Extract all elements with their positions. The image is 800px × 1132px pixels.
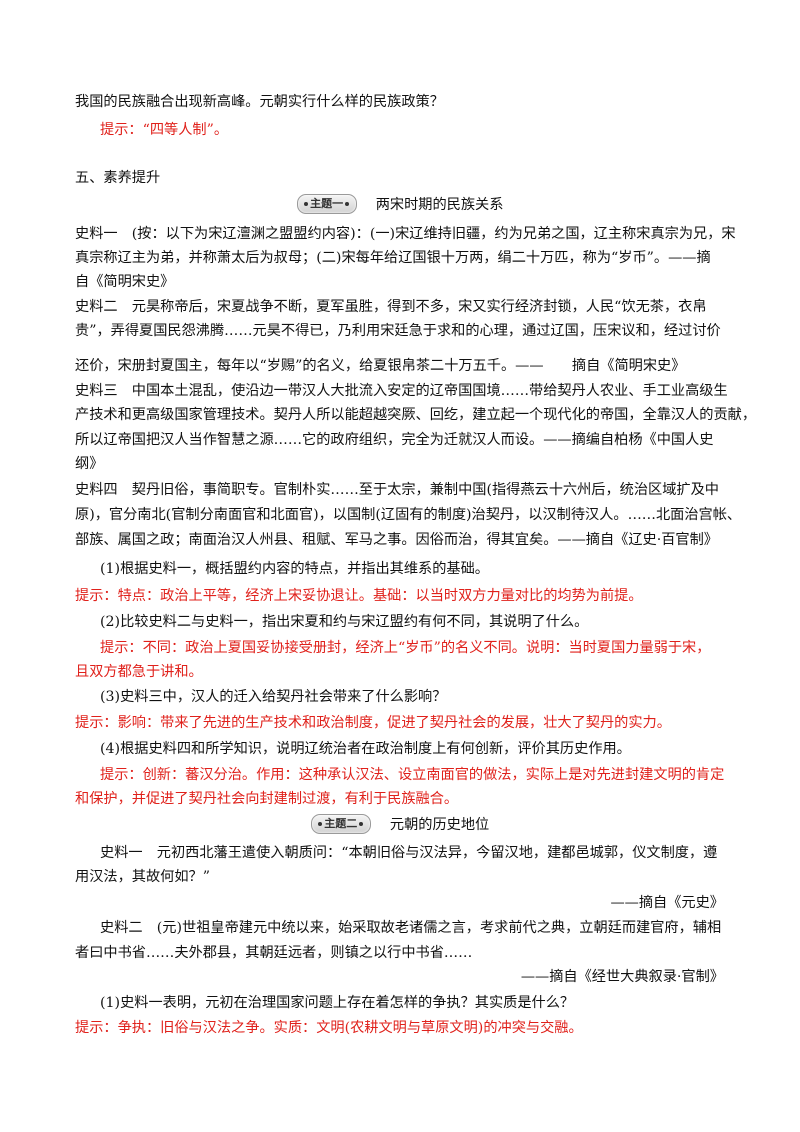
- section-heading: 五、素养提升: [75, 170, 161, 186]
- badge-dot-icon: [304, 201, 309, 206]
- source-text: 自《简明宋史》: [75, 274, 175, 290]
- badge-dot-icon: [359, 821, 364, 826]
- hint-answer: 且双方都急于讲和。: [75, 664, 203, 680]
- topic-badge-2: 主题二: [310, 813, 371, 834]
- source-text: 史料三 中国本土混乱，使沿边一带汉人大批流入安定的辽帝国国境……带给契丹人农业、…: [75, 383, 728, 399]
- topic-badge-1: 主题一: [296, 193, 357, 214]
- topic-header-2: 主题二 元朝的历史地位: [0, 813, 800, 837]
- source-text: 真宗称辽主为弟，并称萧太后为叔母；(二)宋每年给辽国银十万两，绢二十万匹，称为“…: [75, 250, 711, 266]
- badge-dot-icon: [318, 821, 323, 826]
- source-text: 贵”，弄得夏国民怨沸腾……元昊不得已，乃利用宋廷急于求和的心理，通过辽国，压宋议…: [75, 323, 721, 339]
- source-text: 还价，宋册封夏国主，每年以“岁赐”的名义，给夏银帛茶二十万五千。—— 摘自《简明…: [75, 358, 686, 374]
- question-text: (2)比较史料二与史料一，指出宋夏和约与宋辽盟约有何不同，其说明了什么。: [100, 614, 589, 630]
- source-text: 所以辽帝国把汉人当作智慧之源……它的政府组织，完全为迁就汉人而设。——摘编自柏杨…: [75, 432, 714, 448]
- source-citation: ——摘自《经世大典叙录·官制》: [520, 969, 724, 985]
- hint-answer: 提示：不同：政治上夏国妥协接受册封，经济上“岁币”的名义不同。说明：当时夏国力量…: [100, 640, 711, 656]
- topic-title-1: 两宋时期的民族关系: [375, 196, 504, 213]
- source-text: 部族、属国之政；南面治汉人州县、租赋、军马之事。因俗而治，得其宜矣。——摘自《辽…: [75, 532, 718, 548]
- topic-header-1: 主题一 两宋时期的民族关系: [0, 193, 800, 217]
- source-text: 史料二 元昊称帝后，宋夏战争不断，夏军虽胜，得到不多，宋又实行经济封锁，人民“饮…: [75, 299, 707, 315]
- question-text: (4)根据史料四和所学知识，说明辽统治者在政治制度上有何创新，评价其历史作用。: [100, 741, 631, 757]
- source-text: 用汉法，其故何如？”: [75, 869, 210, 885]
- question-text: (1)史料一表明，元初在治理国家问题上存在着怎样的争执？其实质是什么？: [100, 995, 575, 1011]
- source-text: 史料四 契丹旧俗，事简职专。官制朴实……至于太宗，兼制中国(指得燕云十六州后，统…: [75, 482, 719, 498]
- hint-answer: 提示：影响：带来了先进的生产技术和政治制度，促进了契丹社会的发展，壮大了契丹的实…: [75, 715, 671, 731]
- badge-dot-icon: [345, 201, 350, 206]
- hint-answer: 和保护，并促进了契丹社会向封建制过渡，有利于民族融合。: [75, 791, 459, 807]
- hint-answer: 提示：创新：蕃汉分治。作用：这种承认汉法、设立南面官的做法，实际上是对先进封建文…: [100, 767, 725, 783]
- topic-title-2: 元朝的历史地位: [389, 816, 490, 833]
- hint-answer: 提示：特点：政治上平等，经济上宋妥协退让。基础：以当时双方力量对比的均势为前提。: [75, 588, 643, 604]
- source-text: 者曰中书省……夫外郡县，其朝廷远者，则镇之以行中书省……: [75, 945, 473, 961]
- source-text: 原)，官分南北(官制分南面官和北面官)，以国制(辽固有的制度)治契丹，以汉制待汉…: [75, 507, 742, 523]
- question-text: (3)史料三中，汉人的迁入给契丹社会带来了什么影响？: [100, 689, 447, 705]
- source-text: 史料二 (元)世祖皇帝建元中统以来，始采取故老诸儒之言，考求前代之典，立朝廷而建…: [100, 920, 722, 936]
- hint-answer: 提示：“四等人制”。: [100, 122, 229, 138]
- source-text: 史料一 (按：以下为宋辽澶渊之盟盟约内容)：(一)宋辽维持旧疆，约为兄弟之国，辽…: [75, 226, 736, 242]
- source-citation: ——摘自《元史》: [610, 895, 724, 911]
- question-text: 我国的民族融合出现新高峰。元朝实行什么样的民族政策？: [75, 94, 444, 110]
- source-text: 史料一 元初西北藩王遣使入朝质问：“本朝旧俗与汉法异，今留汉地，建都邑城郭，仪文…: [100, 845, 718, 861]
- question-text: (1)根据史料一，概括盟约内容的特点，并指出其维系的基础。: [100, 561, 489, 577]
- source-text: 产技术和更高级国家管理技术。契丹人所以能超越突厥、回纥，建立起一个现代化的帝国，…: [75, 407, 757, 423]
- hint-answer: 提示：争执：旧俗与汉法之争。实质：文明(农耕文明与草原文明)的冲突与交融。: [75, 1020, 583, 1036]
- source-text: 纲》: [75, 456, 104, 472]
